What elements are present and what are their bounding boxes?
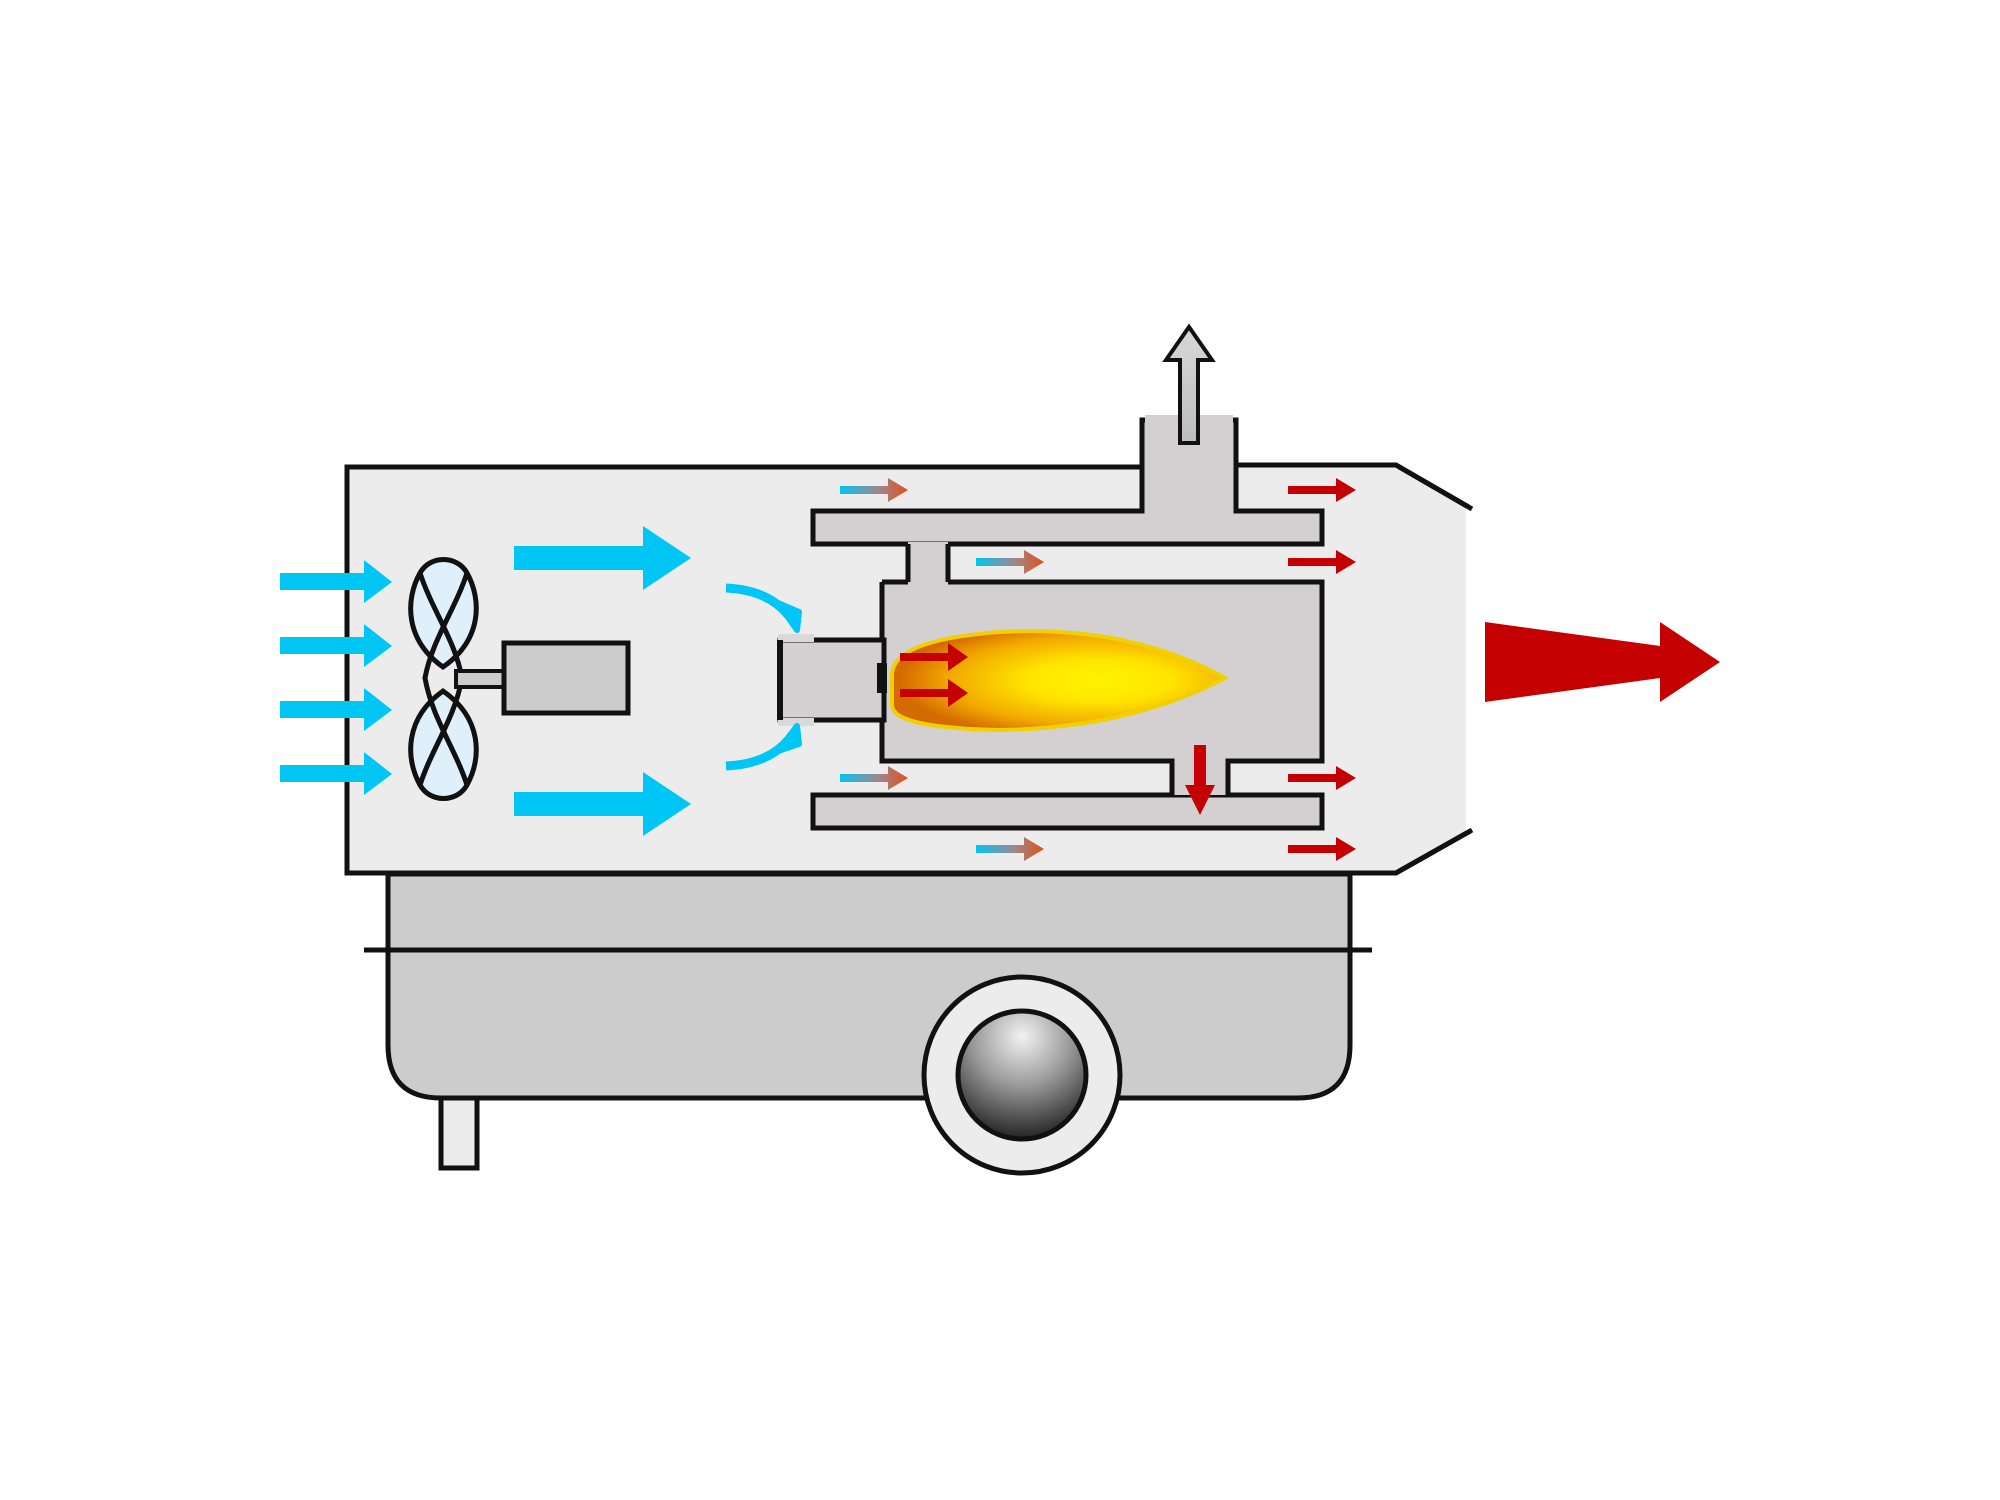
motor-icon bbox=[501, 640, 631, 716]
tank-drain-leg bbox=[438, 1095, 480, 1171]
outlet-opening bbox=[1466, 505, 1486, 833]
intake-air-arrows bbox=[280, 560, 392, 795]
flame-hot-arrows bbox=[900, 643, 968, 707]
exhaust-arrow bbox=[1162, 323, 1216, 445]
fan-icon bbox=[408, 557, 479, 801]
cold-air-flow-arrows bbox=[514, 526, 691, 836]
chamber-down-arrow bbox=[1185, 745, 1215, 815]
hot-air-arrows bbox=[1288, 478, 1356, 861]
flame-icon bbox=[890, 629, 1230, 733]
hot-air-output-arrow bbox=[1485, 622, 1720, 702]
fuel-tank-icon bbox=[364, 871, 1372, 1101]
heating-air-arrows bbox=[840, 478, 1044, 861]
wheel-icon bbox=[921, 974, 1123, 1176]
burner-icon bbox=[777, 634, 887, 726]
burner-intake-arrows bbox=[725, 583, 802, 771]
motor-shaft bbox=[454, 669, 508, 689]
